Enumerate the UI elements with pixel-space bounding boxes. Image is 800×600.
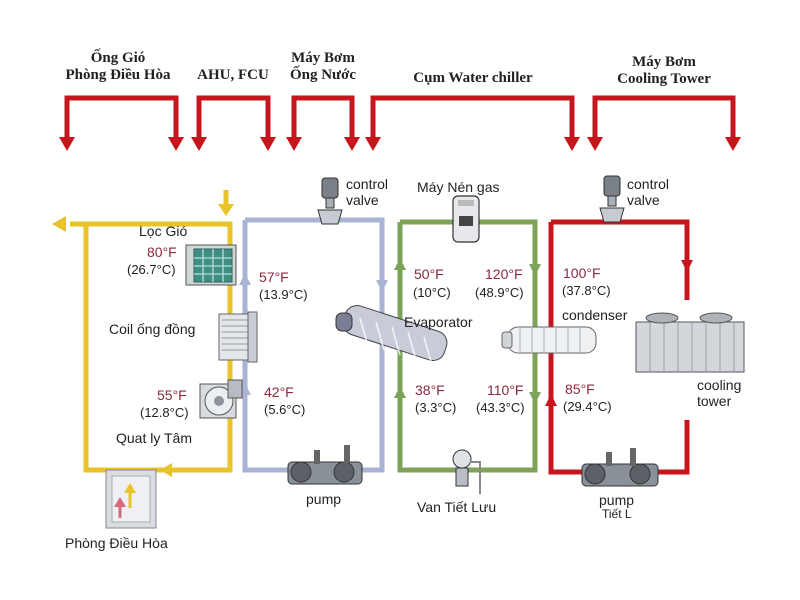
cond-out-temp-f: 110°F (487, 382, 524, 398)
condenser-icon (501, 326, 597, 354)
cw-arrow-down (681, 260, 693, 272)
bracket-ahu-arrow-right (260, 137, 276, 151)
fan-temp-f: 55°F (157, 387, 187, 403)
header-duct-line2: Phòng Điều Hòa (65, 67, 171, 83)
bracket-pump-pipe-arrow-right (344, 137, 360, 151)
bracket-duct-arrow-right (168, 137, 184, 151)
evap-in-temp-f: 38°F (415, 382, 445, 398)
evaporator-icon (335, 304, 448, 366)
control-valve-2-label: control valve (627, 176, 669, 208)
expansion-valve-icon (452, 449, 481, 494)
header-duct-line1: Ống Gió (90, 50, 146, 66)
cond-in-temp-c: (48.9°C) (475, 285, 524, 300)
cooling-tower-line1: cooling (697, 377, 742, 393)
air-loop-arrow-return (160, 463, 172, 477)
ref-arrow-down-2 (529, 392, 541, 404)
header-pump-pipe-line2: Ống Nước (289, 67, 357, 83)
ref-arrow-down-1 (529, 264, 541, 276)
compressor-label: Máy Nén gas (417, 179, 500, 195)
ref-arrow-up-2 (394, 386, 406, 398)
evaporator-label: Evaporator (404, 314, 473, 330)
chw-arrow-up-1 (239, 273, 251, 285)
header-pump-pipe-line1: Máy Bơm (291, 50, 355, 66)
bracket-duct-arrow-left (59, 137, 75, 151)
air-loop-arrow-in (218, 204, 234, 216)
chw-supply-temp-f: 42°F (264, 384, 294, 400)
header-tower-pump-line1: Máy Bơm (632, 54, 696, 70)
control-valve-2-line1: control (627, 176, 670, 192)
filter-temp-f: 80°F (147, 244, 177, 260)
bracket-ahu-arrow-left (191, 137, 207, 151)
ref-arrow-up-1 (394, 258, 406, 270)
bracket-chiller (370, 95, 575, 140)
bracket-tower-pump (592, 95, 736, 140)
filter-temp-c: (26.7°C) (127, 262, 176, 277)
coil-icon (218, 311, 258, 363)
bracket-pump-pipe-arrow-left (286, 137, 302, 151)
bracket-tower-pump-arrow-left (587, 137, 603, 151)
pump-right-icon (581, 448, 659, 487)
control-valve-1-line2: valve (346, 192, 379, 208)
condenser-label: condenser (562, 307, 628, 323)
bracket-duct (64, 95, 179, 140)
bracket-pump-pipe (291, 95, 355, 140)
header-ahu: AHU, FCU (197, 67, 269, 83)
evap-out-temp-c: (10°C) (413, 285, 451, 300)
room-box-icon (105, 469, 157, 529)
cond-out-temp-c: (43.3°C) (476, 400, 525, 415)
pump-right-sublabel: Tiết L (602, 507, 632, 521)
control-valve-2-line2: valve (627, 192, 660, 208)
cw-cool-temp-f: 85°F (565, 381, 595, 397)
coil-label: Coil ống đồng (109, 321, 196, 337)
header-tower-pump: Máy Bơm Cooling Tower (594, 54, 734, 88)
header-chiller: Cụm Water chiller (413, 70, 533, 86)
evap-in-temp-c: (3.3°C) (415, 400, 457, 415)
header-tower-pump-line2: Cooling Tower (617, 71, 711, 87)
cw-hot-temp-c: (37.8°C) (562, 283, 611, 298)
cw-arrow-up (545, 394, 557, 406)
chw-supply-temp-c: (5.6°C) (264, 402, 306, 417)
chw-arrow-down (376, 280, 388, 292)
chilled-water-loop (242, 217, 385, 473)
expansion-valve-label: Van Tiết Lưu (417, 499, 497, 515)
header-duct: Ống Gió Phòng Điều Hòa (48, 50, 188, 84)
cooling-tower-icon (635, 312, 745, 373)
bracket-ahu (196, 95, 271, 140)
fan-temp-c: (12.8°C) (140, 405, 189, 420)
centrifugal-fan-icon (199, 379, 243, 419)
control-valve-1-label: control valve (346, 176, 388, 208)
pump-right-label: pump (599, 492, 635, 508)
control-valve-1-line1: control (346, 176, 389, 192)
cooling-tower-line2: tower (697, 393, 732, 409)
cw-hot-temp-f: 100°F (563, 265, 601, 281)
pump-left-icon (287, 445, 363, 485)
cond-in-temp-f: 120°F (485, 266, 523, 282)
header-pump-pipe: Máy Bơm Ống Nước (278, 50, 368, 84)
bracket-chiller-arrow-left (365, 137, 381, 151)
room-label: Phòng Điều Hòa (65, 535, 168, 551)
air-filter-icon (185, 244, 237, 286)
control-valve-1-icon (317, 177, 343, 225)
bracket-chiller-arrow-right (564, 137, 580, 151)
pump-left-label: pump (306, 491, 342, 507)
filter-label: Lọc Gió (139, 223, 188, 239)
bracket-tower-pump-arrow-right (725, 137, 741, 151)
chw-return-temp-c: (13.9°C) (259, 287, 308, 302)
compressor-icon (452, 195, 480, 243)
cw-cool-temp-c: (29.4°C) (563, 399, 612, 414)
control-valve-2-icon (599, 175, 625, 223)
cooling-tower-label: cooling tower (697, 377, 741, 409)
air-loop-arrow-out (52, 216, 66, 232)
chw-return-temp-f: 57°F (259, 269, 289, 285)
evap-out-temp-f: 50°F (414, 266, 444, 282)
fan-label: Quat ly Tâm (116, 430, 192, 446)
